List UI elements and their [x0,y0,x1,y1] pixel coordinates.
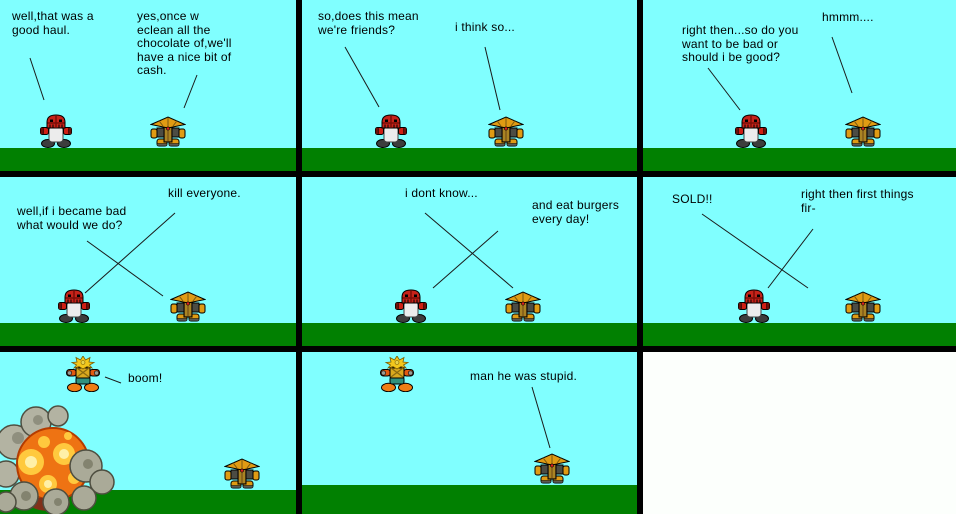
copter-bot-sprite [845,116,881,148]
speech-pointer-line [701,213,809,289]
copter-bot-sprite [150,116,186,148]
dialog-text: yes,once w eclean all the chocolate of,w… [137,9,232,77]
ground-strip [302,323,637,346]
copter-bot-sprite [534,453,570,485]
panel-3: right then...so do you want to be bad or… [643,0,956,171]
speech-pointer-line [432,230,499,289]
speech-pointer-line [484,46,501,111]
copter-bot-sprite [505,291,541,323]
speech-pointer-line [531,386,551,449]
panel-4: well,if i became bad what would we do? k… [0,177,296,346]
red-robot-sprite [58,289,90,323]
panel-2: so,does this mean we're friends? i think… [302,0,637,171]
dialog-text: kill everyone. [168,186,241,200]
speech-pointer-line [86,240,164,297]
panel-1: well,that was a good haul. yes,once w ec… [0,0,296,171]
dialog-text: and eat burgers every day! [532,198,620,226]
dialog-text: boom! [128,371,163,385]
ground-strip [302,485,637,514]
dialog-text: right then first things fir- [801,187,914,215]
dialog-text: right then...so do you want to be bad or… [682,23,799,64]
dialog-text: i think so... [455,20,515,34]
ground-strip [302,148,637,171]
speech-pointer-line [104,376,122,384]
dialog-text: so,does this mean we're friends? [318,9,419,37]
flyer-bot-sprite [66,356,100,392]
speech-pointer-line [424,212,514,289]
ground-strip [643,148,956,171]
copter-bot-sprite [170,291,206,323]
speech-pointer-line [29,57,45,101]
copter-bot-sprite [488,116,524,148]
panel-6: SOLD!! right then first things fir- [643,177,956,346]
panel-8: man he was stupid. [302,352,637,514]
red-robot-sprite [40,114,72,148]
ground-strip [643,323,956,346]
empty-panel-area [643,352,956,514]
explosion-sprite [0,404,120,514]
dialog-text: well,that was a good haul. [12,9,94,37]
panel-5: i dont know... and eat burgers every day… [302,177,637,346]
copter-bot-sprite [224,458,260,490]
dialog-text: SOLD!! [672,192,713,206]
dialog-text: man he was stupid. [470,369,577,383]
ground-strip [0,148,296,171]
dialog-text: i dont know... [405,186,478,200]
red-robot-sprite [375,114,407,148]
flyer-bot-sprite [380,356,414,392]
dialog-text: well,if i became bad what would we do? [17,204,127,232]
speech-pointer-line [767,228,814,289]
speech-pointer-line [831,36,853,94]
ground-strip [0,323,296,346]
speech-pointer-line [344,46,380,108]
red-robot-sprite [738,289,770,323]
dialog-text: hmmm.... [822,10,874,24]
speech-pointer-line [707,67,741,111]
copter-bot-sprite [845,291,881,323]
red-robot-sprite [735,114,767,148]
panel-7: boom! [0,352,296,514]
speech-pointer-line [183,74,198,109]
speech-pointer-lines [84,212,176,297]
red-robot-sprite [395,289,427,323]
